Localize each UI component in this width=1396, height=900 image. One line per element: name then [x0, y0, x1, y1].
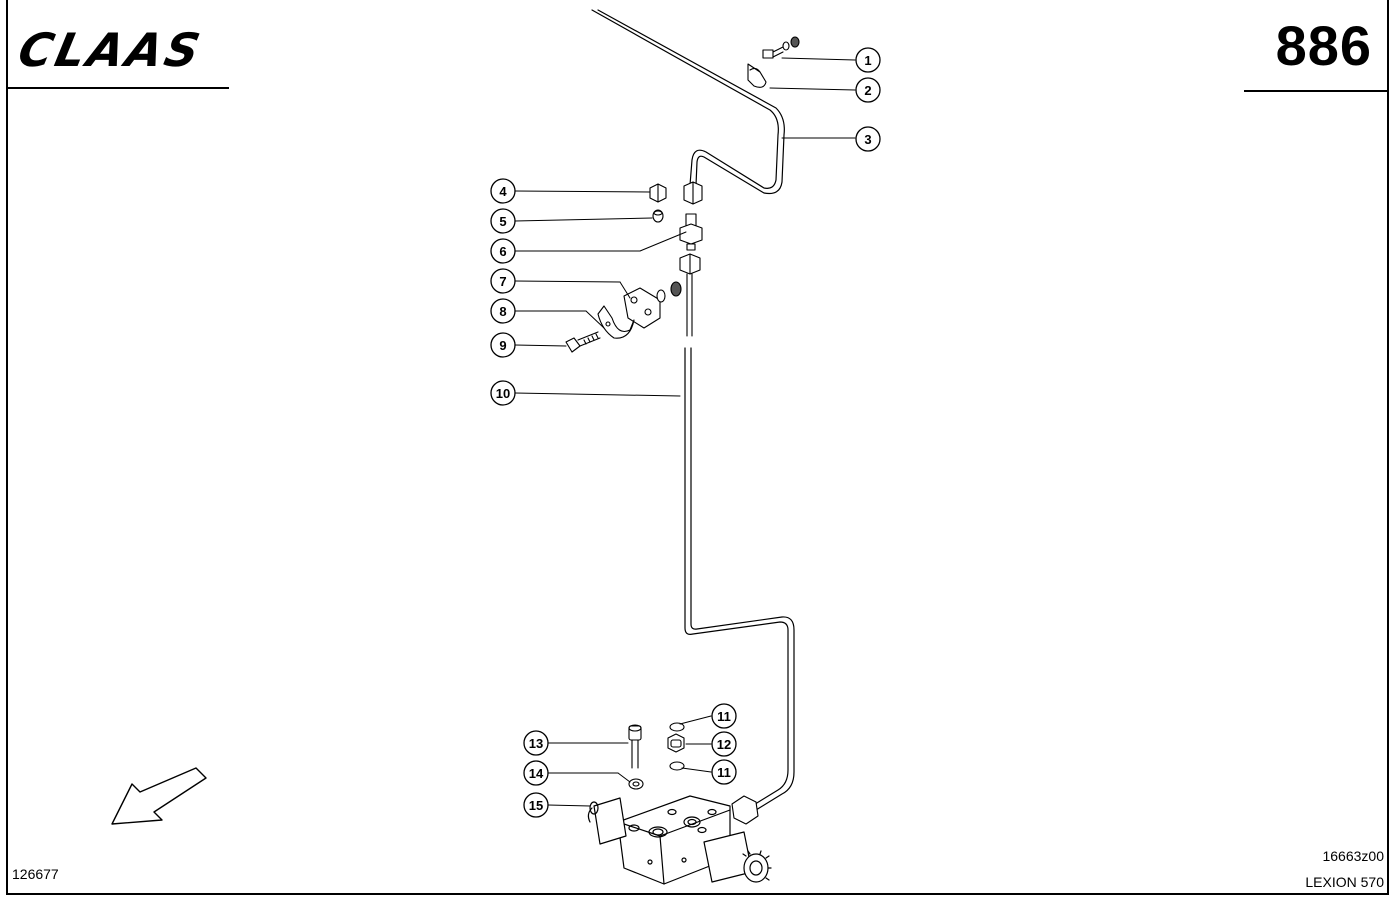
- part-5-cutting-ring: [652, 209, 664, 223]
- callout-14: 14: [523, 760, 549, 786]
- svg-text:15: 15: [529, 798, 543, 813]
- svg-text:14: 14: [529, 766, 544, 781]
- drawing-number: 126677: [12, 866, 59, 882]
- callout-11-lower: 11: [711, 759, 737, 785]
- part-9-bolt: [565, 331, 601, 353]
- part-14-washer: [628, 778, 644, 790]
- part-4-nut: [649, 183, 667, 203]
- page-number-underline: [1244, 90, 1389, 92]
- part-6-union-fitting: [679, 213, 703, 251]
- part-2-pipe-clamp: [747, 63, 767, 88]
- claas-logo: CLAAS: [14, 23, 208, 76]
- svg-text:4: 4: [499, 184, 507, 199]
- page-number: 886: [1275, 14, 1372, 77]
- svg-text:3: 3: [864, 132, 871, 147]
- callout-2: 2: [855, 77, 881, 103]
- callout-4: 4: [490, 178, 516, 204]
- direction-arrow-icon: [111, 767, 207, 825]
- svg-text:5: 5: [499, 214, 506, 229]
- callout-5: 5: [490, 208, 516, 234]
- callout-7: 7: [490, 268, 516, 294]
- svg-text:8: 8: [499, 304, 506, 319]
- callout-8: 8: [490, 298, 516, 324]
- part-15-valve-block: [587, 795, 772, 885]
- diagram-code: 16663z00: [1322, 848, 1384, 864]
- callout-3: 3: [855, 126, 881, 152]
- callout-9: 9: [490, 332, 516, 358]
- part-1-bolt: [762, 36, 800, 59]
- pipe-union-nut-upper: [683, 181, 703, 205]
- callout-12: 12: [711, 731, 737, 757]
- part-8-clamp-plate: [597, 305, 635, 339]
- svg-text:11: 11: [717, 765, 731, 780]
- svg-text:9: 9: [499, 338, 506, 353]
- callout-10: 10: [490, 380, 516, 406]
- svg-text:1: 1: [864, 53, 871, 68]
- svg-text:6: 6: [499, 244, 506, 259]
- part-3-upper-pipe: [591, 9, 785, 195]
- pipe-union-nut-valve: [731, 795, 759, 825]
- svg-text:12: 12: [717, 737, 731, 752]
- svg-text:CLAAS: CLAAS: [14, 23, 208, 76]
- callout-13: 13: [523, 730, 549, 756]
- callout-15: 15: [523, 792, 549, 818]
- callout-6: 6: [490, 238, 516, 264]
- svg-text:10: 10: [496, 386, 510, 401]
- part-10-long-pipe: [684, 347, 795, 811]
- svg-text:7: 7: [499, 274, 506, 289]
- part-11-o-ring-lower: [669, 761, 685, 771]
- svg-text:11: 11: [717, 709, 731, 724]
- svg-text:2: 2: [864, 83, 871, 98]
- pipe-union-nut-lower: [679, 253, 701, 275]
- logo-underline: [6, 87, 229, 89]
- sheet-frame: [6, 0, 1389, 895]
- part-7-clamp-block: [623, 281, 682, 329]
- callout-11-upper: 11: [711, 703, 737, 729]
- part-11-o-ring-upper: [669, 722, 685, 732]
- model-name: LEXION 570: [1305, 874, 1384, 890]
- callout-1: 1: [855, 47, 881, 73]
- part-12-plug: [667, 733, 685, 753]
- part-13-socket-screw: [628, 724, 642, 769]
- leader-lines: [514, 57, 856, 807]
- svg-text:13: 13: [529, 736, 543, 751]
